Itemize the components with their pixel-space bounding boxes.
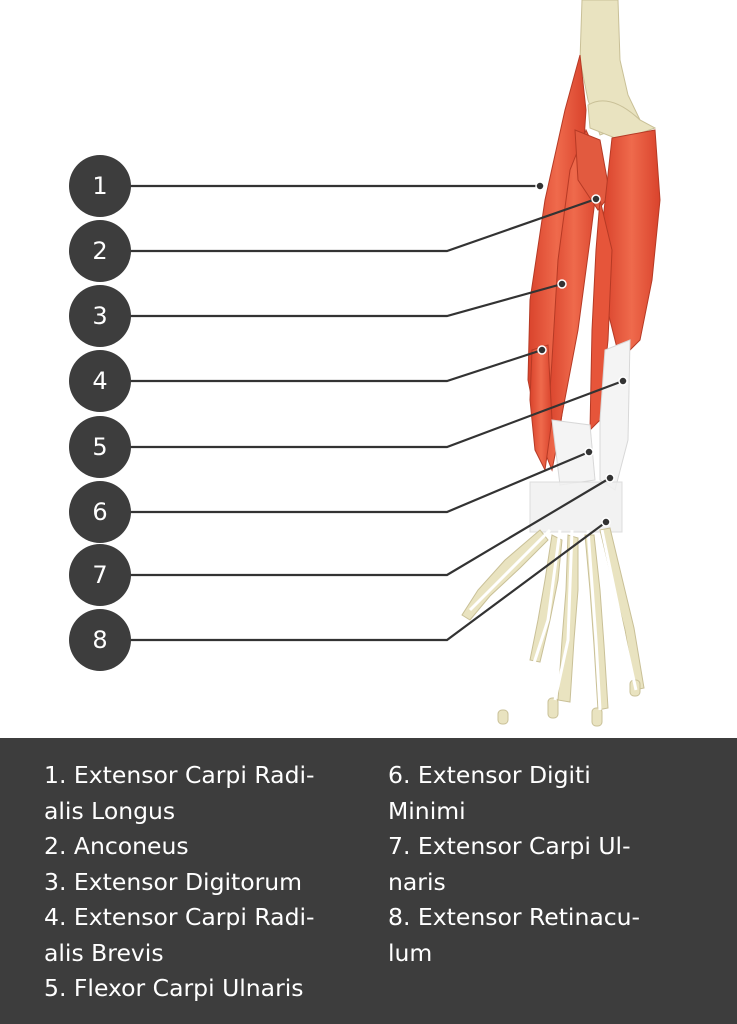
legend-line: Minimi [388,796,466,825]
muscle-flexor-carpi-ulnaris [602,129,661,361]
legend-column-left: 1. Extensor Carpi Radi- alis Longus 2. A… [44,758,364,1007]
leader-lines [100,184,624,642]
leader-line-3 [100,282,563,318]
hand-bones [461,527,645,727]
legend-line: naris [388,867,446,896]
marker-7: 7 [69,544,131,606]
leader-line-2 [100,197,597,253]
leader-line-7 [100,477,611,577]
anatomy-figure: 1 2 3 4 5 6 7 8 [69,0,661,727]
legend-line: lum [388,938,433,967]
muscle-extensor-carpi-ulnaris [589,199,613,432]
leader-dots [535,181,628,527]
marker-8: 8 [69,609,131,671]
tendon-region-2 [551,419,596,486]
legend-line: 5. Flexor Carpi Ulnaris [44,974,304,1002]
hand-tendons [468,528,638,711]
legend-line: 2. Anconeus [44,832,189,860]
legend-line: 1. Extensor Carpi Radi- [44,761,315,789]
legend-line: alis Brevis [44,938,164,967]
marker-3: 3 [69,285,131,347]
marker-6: 6 [69,481,131,543]
leader-line-6 [100,450,590,514]
legend-panel: 1. Extensor Carpi Radi- alis Longus 2. A… [0,738,737,1024]
legend-column-right: 6. Extensor Digiti Minimi 7. Extensor Ca… [388,758,718,971]
marker-2: 2 [69,220,131,282]
legend-line: 6. Extensor Digiti [388,761,591,789]
marker-4: 4 [69,350,131,412]
leader-line-4 [100,348,543,383]
forearm-illustration [100,0,661,727]
legend-line: alis Longus [44,796,176,825]
marker-1: 1 [69,155,131,217]
marker-5: 5 [69,416,131,478]
legend-line: 4. Extensor Carpi Radi- [44,903,315,931]
tendon-region [599,339,631,491]
legend-line: 3. Extensor Digitorum [44,867,303,896]
legend-line: 8. Extensor Retinacu- [388,903,641,931]
leader-line-8 [100,521,607,642]
leader-line-5 [100,379,624,449]
legend-line: 7. Extensor Carpi Ul- [388,832,631,860]
muscle-anconeus [574,129,611,211]
